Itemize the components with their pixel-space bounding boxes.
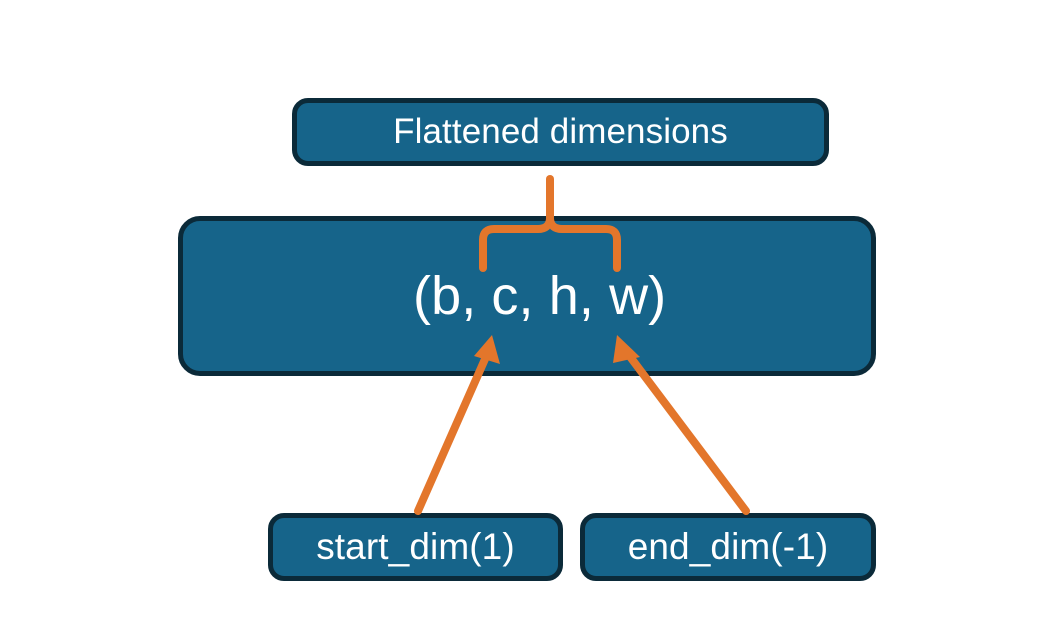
end-dim-box: end_dim(-1) — [580, 513, 876, 581]
tensor-shape-box: (b, c, h, w) — [178, 216, 876, 376]
flattened-dimensions-box: Flattened dimensions — [292, 98, 829, 166]
start-dim-label: start_dim(1) — [316, 526, 515, 567]
start-dim-box: start_dim(1) — [268, 513, 563, 581]
tensor-shape-label: (b, c, h, w) — [413, 266, 667, 326]
flattened-dimensions-label: Flattened dimensions — [393, 112, 728, 151]
end-dim-label: end_dim(-1) — [627, 526, 829, 567]
